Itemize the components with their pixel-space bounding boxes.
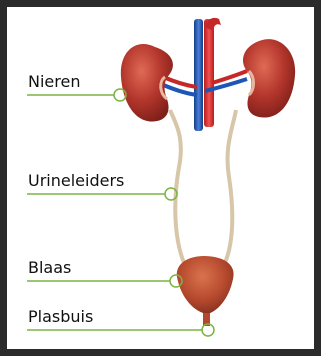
marker-nieren [114, 89, 126, 101]
label-blaas: Blaas [28, 259, 71, 277]
label-urineleiders: Urineleiders [28, 172, 124, 190]
bladder [177, 256, 234, 314]
diagram-frame: Nieren Urineleiders Blaas Plasbuis [7, 7, 314, 349]
right-kidney [243, 39, 295, 117]
left-ureter [170, 110, 187, 269]
label-nieren: Nieren [28, 73, 80, 91]
vena-cava [194, 19, 203, 131]
aorta [204, 19, 214, 127]
label-plasbuis: Plasbuis [28, 308, 93, 326]
right-ureter [221, 110, 236, 270]
left-kidney [121, 44, 173, 122]
